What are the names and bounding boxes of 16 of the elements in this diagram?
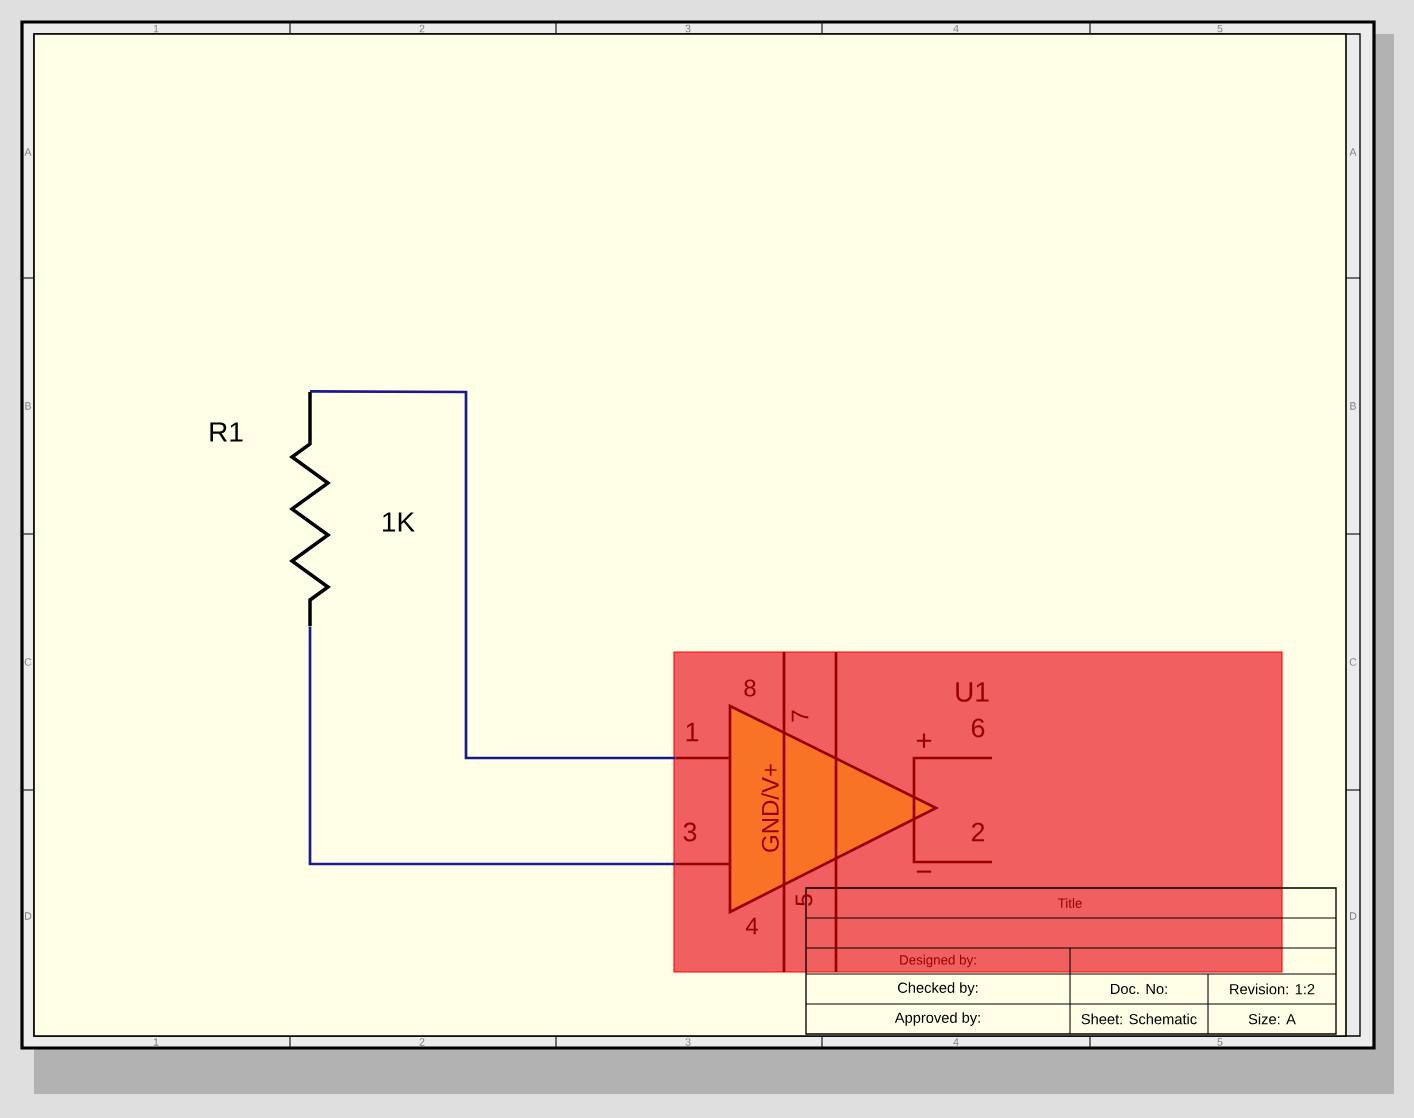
pin-number: 8: [744, 679, 756, 697]
wire: [308, 626, 676, 866]
part-label: R1: [210, 422, 243, 442]
pin-number: 4: [745, 917, 758, 935]
part-label: U1: [956, 682, 989, 702]
wire: [310, 390, 676, 760]
polarity-sign: +: [916, 733, 932, 748]
pin-number: 2: [971, 822, 985, 842]
pin-number: 3: [683, 822, 697, 842]
pin-number: 6: [971, 718, 985, 738]
pin-number: 5: [795, 894, 813, 906]
pin-name: GND/V+: [761, 764, 779, 852]
polarity-sign: −: [916, 870, 932, 873]
pin-number: 1: [686, 722, 699, 742]
pin-number: 7: [791, 710, 809, 722]
value-label: 1K: [383, 512, 415, 532]
